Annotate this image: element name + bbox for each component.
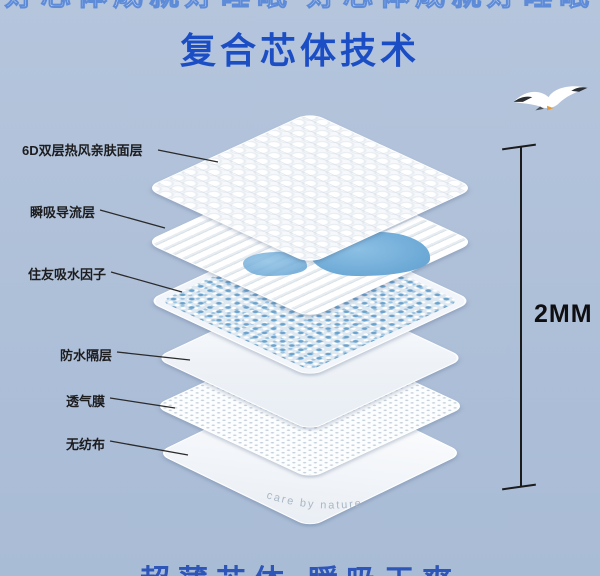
seagull-icon — [513, 86, 588, 111]
layer-label-top-sheet: 6D双层热风亲肤面层 — [22, 143, 143, 158]
brand-text: care by nature — [265, 490, 361, 512]
top-clipped-banner: 好芯体成就好睡眠 好芯体成就好睡眠 — [0, 0, 600, 13]
dimension-cap-bottom — [502, 483, 536, 491]
brand-curved-text: care by nature — [265, 490, 363, 512]
layer-label-absorbent-factor: 住友吸水因子 — [28, 267, 107, 282]
layer-label-breathable-film: 透气膜 — [66, 394, 106, 409]
layer-label-diversion: 瞬吸导流层 — [30, 205, 96, 220]
layer-quilted-top-sheet — [144, 111, 476, 265]
bottom-clipped-text: 超薄芯体 瞬吸干爽 — [0, 565, 600, 576]
top-clipped-text: 好芯体成就好睡眠 好芯体成就好睡眠 — [0, 0, 600, 11]
layer-label-waterproof: 防水隔层 — [60, 348, 113, 363]
svg-text:care by nature: care by nature — [265, 490, 363, 512]
dimension-cap-top — [502, 143, 536, 151]
bottom-clipped-banner: 超薄芯体 瞬吸干爽 — [0, 565, 600, 576]
page-title: 复合芯体技术 — [179, 30, 420, 71]
thickness-label: 2MM — [534, 300, 593, 328]
layer-label-nonwoven: 无纺布 — [66, 437, 106, 452]
dimension-line — [520, 147, 522, 487]
quilted-top-sheet-face — [144, 111, 476, 265]
